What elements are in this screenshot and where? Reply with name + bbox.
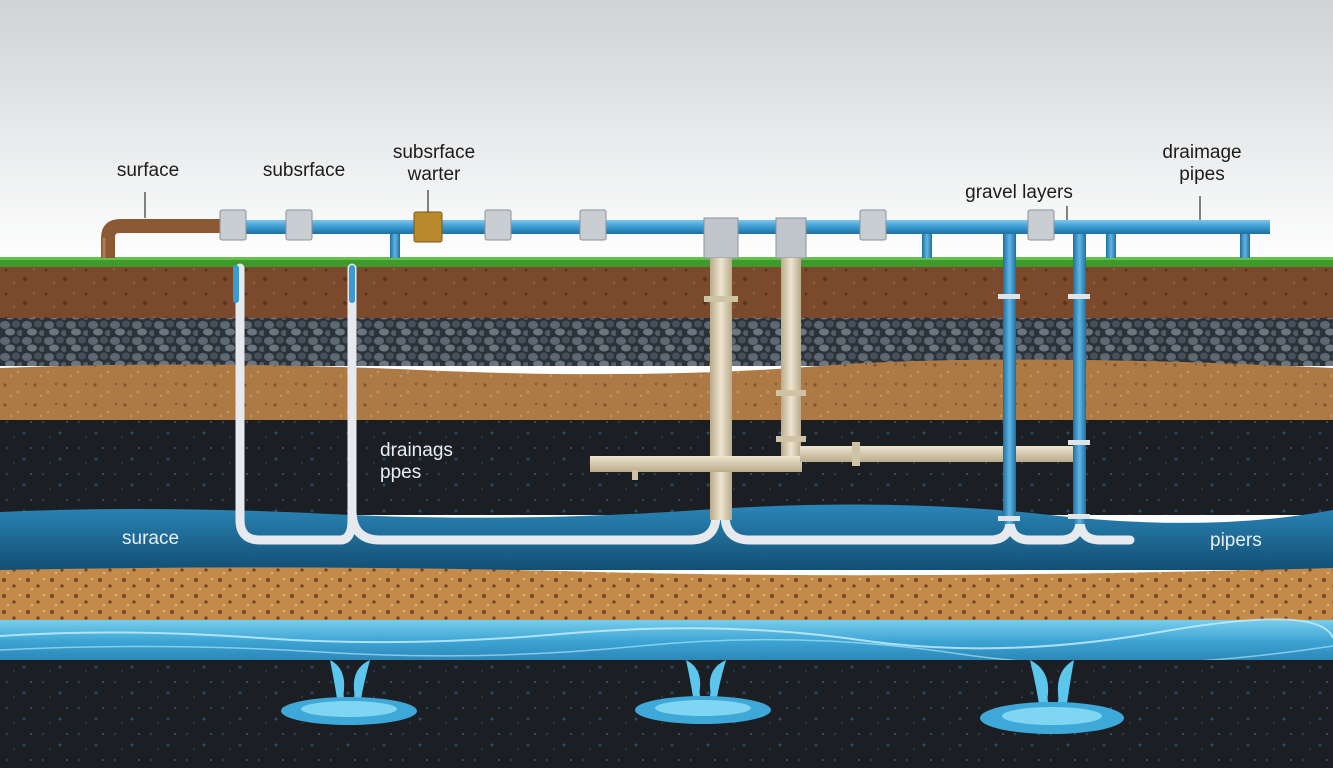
topsoil-layer — [0, 262, 1333, 322]
label-surface-top: surface — [116, 160, 180, 181]
blue-drain-pipes — [998, 234, 1090, 524]
surface-pipe-stubs — [390, 234, 1250, 258]
water-drip-middle — [635, 660, 771, 724]
label-pipers-right: pipers — [1210, 530, 1262, 551]
brass-valve — [413, 211, 443, 243]
label-drainage-pipes-top: draimage pipes — [1162, 142, 1242, 185]
pipe-couplings — [219, 209, 1055, 241]
grass-strip — [0, 257, 1333, 267]
main-surface-pipe — [228, 220, 1270, 234]
sand-layer — [0, 359, 1333, 422]
label-gravel-layers: gravel layers — [965, 182, 1073, 203]
white-drain-pipes — [233, 263, 1135, 545]
label-subsurface-top: subsrface — [262, 160, 346, 181]
gravel-layer — [0, 318, 1333, 366]
label-leader-lines — [144, 190, 1201, 220]
label-surface-water-left: surace — [122, 528, 180, 549]
aquifer-water-layer — [0, 620, 1333, 662]
label-drainage-pipes-mid: drainags ppes — [380, 440, 453, 483]
water-drip-left — [281, 660, 417, 725]
brown-inlet-pipe — [101, 219, 230, 258]
tee-fitting-right — [775, 217, 807, 259]
speckled-sand-layer — [0, 567, 1333, 622]
label-subsurface-water: subsrface warter — [392, 142, 476, 185]
water-drip-right — [980, 660, 1124, 734]
tee-fitting-left — [703, 217, 739, 259]
